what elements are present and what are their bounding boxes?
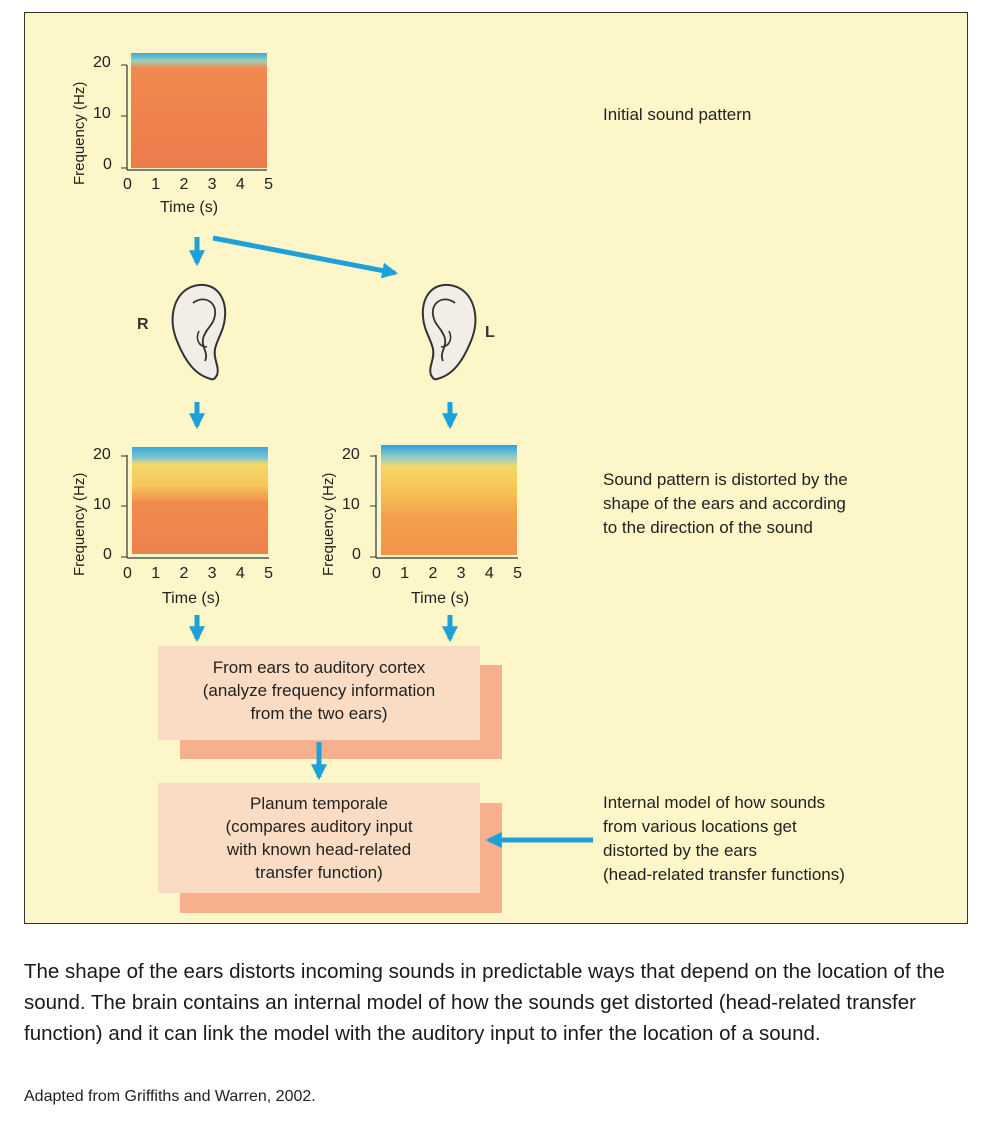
figure-credit: Adapted from Griffiths and Warren, 2002. <box>24 1088 316 1105</box>
ear-label-right: R <box>137 316 149 333</box>
xlabel-right: Time (s) <box>162 590 221 607</box>
diagram-graphics <box>121 53 593 913</box>
ylabel-initial: Frequency (Hz) <box>71 81 88 185</box>
flow-arrows <box>188 235 593 849</box>
ylabel-left: Frequency (Hz) <box>320 472 337 576</box>
figure-caption: The shape of the ears distorts incoming … <box>24 960 945 1045</box>
label-distorted: Sound pattern is distorted by the shape … <box>603 470 848 537</box>
cortex-box-text: From ears to auditory cortex (analyze fr… <box>202 658 436 723</box>
spectrogram-initial <box>121 53 267 171</box>
label-internal-model: Internal model of how sounds from variou… <box>603 793 845 884</box>
right-ear-icon <box>171 284 227 381</box>
planum-box-text: Planum temporale (compares auditory inpu… <box>225 794 413 882</box>
cortex-box-graphic <box>158 646 502 759</box>
xlabel-initial: Time (s) <box>160 199 219 216</box>
xlabel-left: Time (s) <box>411 590 470 607</box>
ylabel-right: Frequency (Hz) <box>71 472 88 576</box>
spectrogram-right <box>121 447 269 559</box>
spectrogram-left <box>370 445 518 559</box>
planum-box-graphic <box>158 783 502 913</box>
left-ear-icon <box>421 284 477 381</box>
label-initial-sound: Initial sound pattern <box>603 105 752 124</box>
ear-label-left: L <box>485 324 495 341</box>
